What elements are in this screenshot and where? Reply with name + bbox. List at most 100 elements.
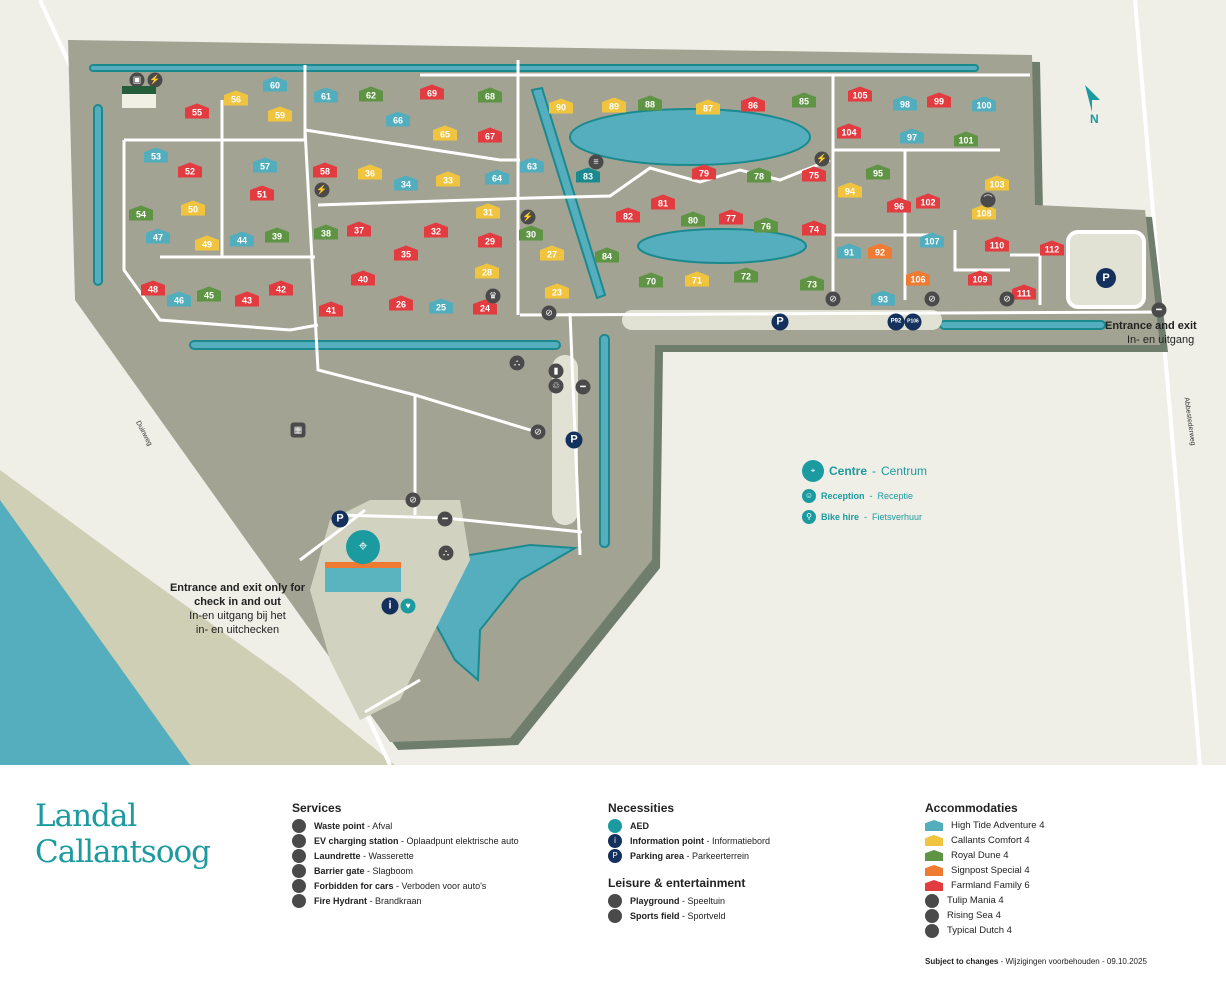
accommodation-marker-28[interactable]: 28: [475, 263, 499, 279]
reception-building[interactable]: [325, 562, 401, 592]
accommodation-marker-57[interactable]: 57: [253, 157, 277, 173]
parking-icon[interactable]: P: [565, 431, 583, 449]
accommodation-marker-95[interactable]: 95: [866, 164, 890, 180]
accommodation-marker-66[interactable]: 66: [386, 111, 410, 127]
accommodation-marker-50[interactable]: 50: [181, 200, 205, 216]
accommodation-marker-70[interactable]: 70: [639, 272, 663, 288]
accommodation-marker-101[interactable]: 101: [954, 131, 978, 147]
accommodation-marker-32[interactable]: 32: [424, 222, 448, 238]
accommodation-marker-35[interactable]: 35: [394, 245, 418, 261]
accommodation-marker-58[interactable]: 58: [313, 162, 337, 178]
parking-icon[interactable]: P: [1096, 268, 1116, 288]
accommodation-marker-74[interactable]: 74: [802, 220, 826, 236]
centre-pin-icon[interactable]: ⌖: [346, 530, 380, 564]
park-map[interactable]: 55 56 60 61 62 59 69 68 66 65 67 63 64 53 52 57 51 58 36 34…: [0, 0, 1226, 765]
accommodation-marker-105[interactable]: 105: [848, 86, 872, 102]
accommodation-marker-71[interactable]: 71: [685, 271, 709, 287]
accommodation-marker-76[interactable]: 76: [754, 217, 778, 233]
accommodation-marker-39[interactable]: 39: [265, 227, 289, 243]
accommodation-marker-106[interactable]: 106: [906, 270, 930, 286]
accommodation-marker-75[interactable]: 75: [802, 166, 826, 182]
accommodation-marker-34[interactable]: 34: [394, 175, 418, 191]
accommodation-marker-81[interactable]: 81: [651, 194, 675, 210]
accommodation-marker-33[interactable]: 33: [436, 171, 460, 187]
accommodation-marker-90[interactable]: 90: [549, 98, 573, 114]
accommodation-marker-46[interactable]: 46: [167, 291, 191, 307]
accommodation-marker-84[interactable]: 84: [595, 247, 619, 263]
accommodation-marker-38[interactable]: 38: [314, 224, 338, 240]
accommodation-marker-53[interactable]: 53: [144, 147, 168, 163]
accommodation-marker-98[interactable]: 98: [893, 95, 917, 111]
accommodation-marker-44[interactable]: 44: [230, 231, 254, 247]
accommodation-marker-56[interactable]: 56: [224, 90, 248, 106]
accommodation-marker-59[interactable]: 59: [268, 106, 292, 122]
accommodation-marker-97[interactable]: 97: [900, 128, 924, 144]
accommodation-marker-60[interactable]: 60: [263, 76, 287, 92]
accommodation-marker-29[interactable]: 29: [478, 232, 502, 248]
accommodation-marker-41[interactable]: 41: [319, 301, 343, 317]
accommodation-marker-40[interactable]: 40: [351, 270, 375, 286]
accommodation-marker-37[interactable]: 37: [347, 221, 371, 237]
accommodation-marker-107[interactable]: 107: [920, 232, 944, 248]
accommodation-marker-109[interactable]: 109: [968, 270, 992, 286]
accommodation-marker-86[interactable]: 86: [741, 96, 765, 112]
accommodation-marker-68[interactable]: 68: [478, 87, 502, 103]
accommodation-marker-83[interactable]: 83: [576, 167, 600, 183]
accommodation-marker-94[interactable]: 94: [838, 182, 862, 198]
accommodation-marker-85[interactable]: 85: [792, 92, 816, 108]
accommodation-marker-51[interactable]: 51: [250, 185, 274, 201]
accommodation-marker-73[interactable]: 73: [800, 275, 824, 291]
accommodation-marker-110[interactable]: 110: [985, 236, 1009, 252]
accommodation-marker-45[interactable]: 45: [197, 286, 221, 302]
accommodation-marker-36[interactable]: 36: [358, 164, 382, 180]
accommodation-marker-108[interactable]: 108: [972, 204, 996, 220]
accommodation-marker-89[interactable]: 89: [602, 97, 626, 113]
accommodation-marker-100[interactable]: 100: [972, 96, 996, 112]
accommodation-marker-99[interactable]: 99: [927, 92, 951, 108]
accommodation-marker-112[interactable]: 112: [1040, 240, 1064, 256]
accommodation-marker-102[interactable]: 102: [916, 193, 940, 209]
accommodation-marker-69[interactable]: 69: [420, 84, 444, 100]
accommodation-marker-54[interactable]: 54: [129, 205, 153, 221]
accommodation-marker-30[interactable]: 30: [519, 225, 543, 241]
accommodation-marker-25[interactable]: 25: [429, 298, 453, 314]
accommodation-marker-42[interactable]: 42: [269, 280, 293, 296]
parking-icon[interactable]: P: [771, 313, 789, 331]
accommodation-marker-72[interactable]: 72: [734, 267, 758, 283]
accommodation-marker-61[interactable]: 61: [314, 87, 338, 103]
accommodation-marker-67[interactable]: 67: [478, 127, 502, 143]
accommodation-marker-111[interactable]: 111: [1012, 284, 1036, 300]
accommodation-marker-27[interactable]: 27: [540, 245, 564, 261]
parking-92-icon[interactable]: P92: [887, 313, 905, 331]
accommodation-marker-49[interactable]: 49: [195, 235, 219, 251]
accommodation-marker-64[interactable]: 64: [485, 169, 509, 185]
accommodation-marker-79[interactable]: 79: [692, 164, 716, 180]
accommodation-marker-93[interactable]: 93: [871, 290, 895, 306]
accommodation-marker-87[interactable]: 87: [696, 99, 720, 115]
accommodation-marker-103[interactable]: 103: [985, 175, 1009, 191]
accommodation-marker-63[interactable]: 63: [520, 157, 544, 173]
accommodation-marker-88[interactable]: 88: [638, 95, 662, 111]
accommodation-marker-82[interactable]: 82: [616, 207, 640, 223]
accommodation-marker-55[interactable]: 55: [185, 103, 209, 119]
accommodation-marker-77[interactable]: 77: [719, 209, 743, 225]
accommodation-marker-80[interactable]: 80: [681, 211, 705, 227]
accommodation-marker-26[interactable]: 26: [389, 295, 413, 311]
accommodation-marker-96[interactable]: 96: [887, 197, 911, 213]
accommodation-marker-62[interactable]: 62: [359, 86, 383, 102]
accommodation-marker-47[interactable]: 47: [146, 228, 170, 244]
accommodation-marker-52[interactable]: 52: [178, 162, 202, 178]
info-icon[interactable]: i: [381, 597, 399, 615]
accommodation-marker-92[interactable]: 92: [868, 243, 892, 259]
accommodation-marker-104[interactable]: 104: [837, 123, 861, 139]
accommodation-marker-48[interactable]: 48: [141, 280, 165, 296]
parking-icon[interactable]: P: [331, 510, 349, 528]
aed-icon[interactable]: ♥: [400, 598, 416, 614]
accommodation-marker-43[interactable]: 43: [235, 291, 259, 307]
accommodation-marker-31[interactable]: 31: [476, 203, 500, 219]
parking-106-icon[interactable]: P106: [904, 313, 922, 331]
accommodation-marker-23[interactable]: 23: [545, 283, 569, 299]
accommodation-marker-78[interactable]: 78: [747, 167, 771, 183]
accommodation-marker-91[interactable]: 91: [837, 243, 861, 259]
accommodation-marker-65[interactable]: 65: [433, 125, 457, 141]
